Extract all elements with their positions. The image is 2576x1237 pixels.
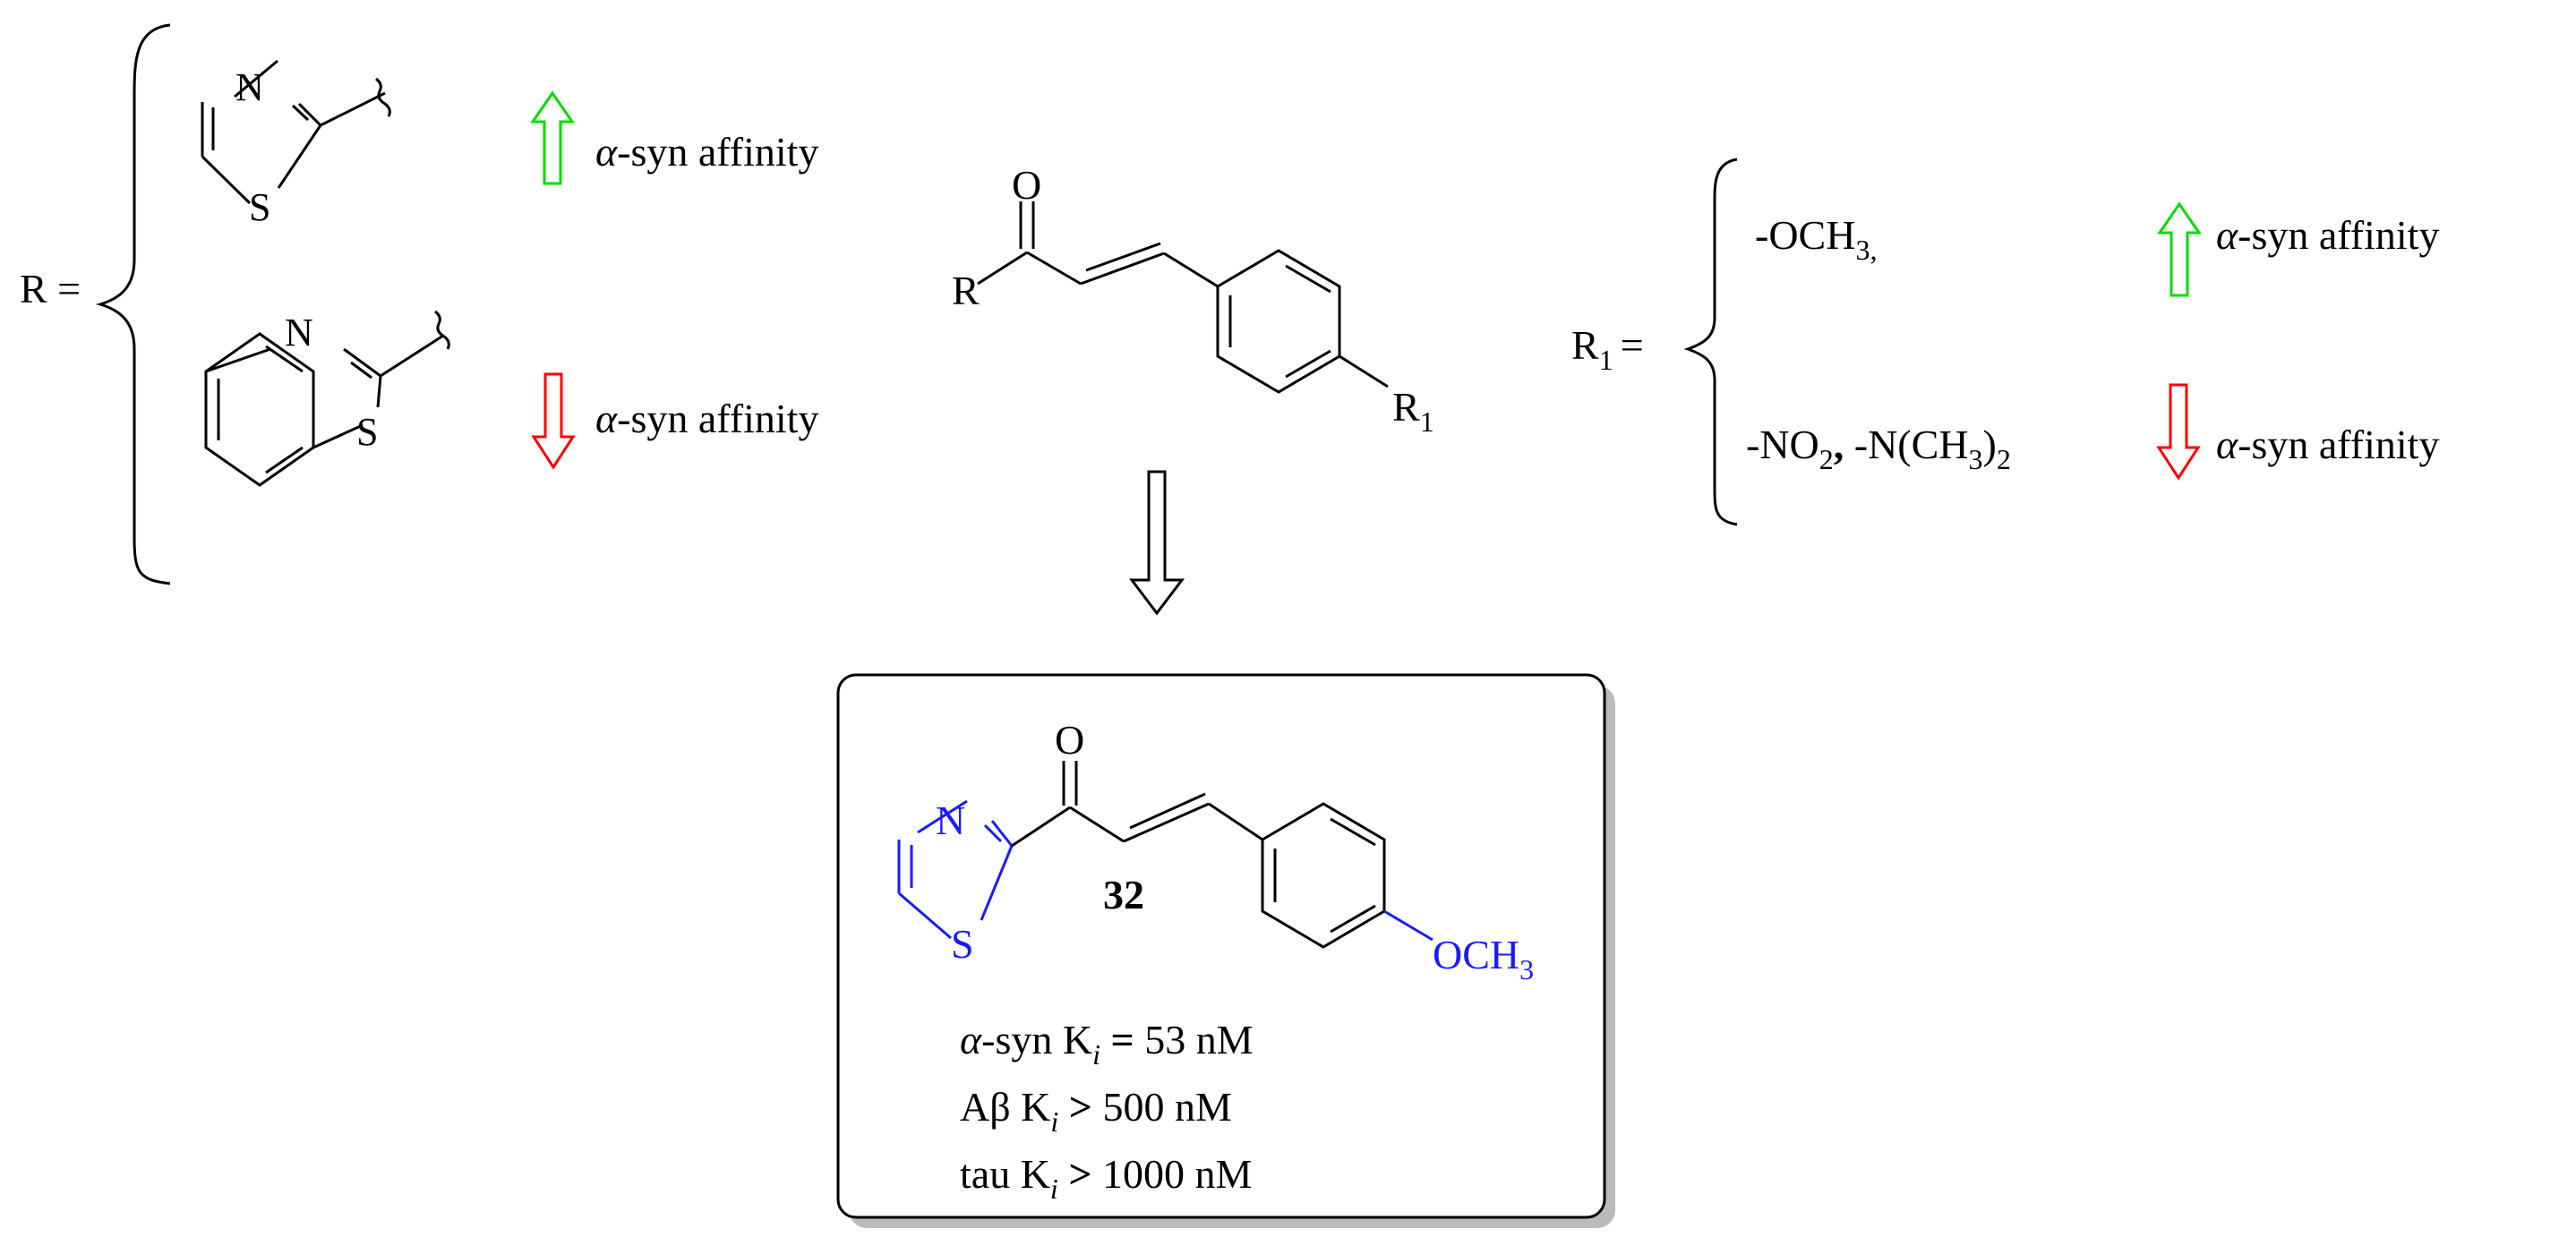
increase-arrow-icon [2157,201,2202,297]
right-curly-brace [1683,158,1738,526]
affinity-abeta: Aβ Ki > 500 nM [960,1084,1232,1138]
left-r-equals-label: R = [20,266,81,311]
thiazole-effect-label: α-syn affinity [595,129,818,175]
nitro-dimethylamino-group-label: -NO2, -N(CH3)2 [1746,422,2011,475]
decrease-arrow-icon [531,372,576,470]
result-box [836,673,1606,1219]
compound-32-thiazole-ring [897,799,1014,940]
right-r1-equals-label: R1= [1571,322,1644,376]
left-curly-brace [95,23,171,585]
increase-arrow-icon [530,90,575,185]
compound-32-methoxy-bond [1383,909,1433,942]
benzothiazole-structure [204,310,450,487]
compound-32-methoxy-label: OCH3 [1433,932,1534,985]
compound-32-s-atom: S [951,921,974,967]
chalcone-core-structure [977,201,1389,394]
compound-32-n-atom: N [936,798,965,843]
benzothiazole-effect-label: α-syn affinity [595,396,818,441]
affinity-tau: tau Ki > 1000 nM [960,1151,1252,1205]
benzothiazole-s-atom: S [356,410,378,454]
thiazole-structure [201,59,391,205]
core-r-substituent-label: R [952,268,980,313]
derivation-arrow-icon [1128,470,1185,616]
decrease-arrow-icon [2156,383,2201,481]
methoxy-group-label: -OCH3, [1755,212,1877,266]
thiazole-s-atom: S [249,185,270,229]
compound-32-carbonyl-o-atom: O [1055,717,1084,763]
core-r1-substituent-label: R1 [1392,384,1434,438]
affinity-alpha-syn: α-syn Ki = 53 nM [960,1017,1254,1071]
benzothiazole-n-atom: N [285,311,313,354]
thiazole-n-atom: N [235,65,264,109]
compound-number: 32 [1103,872,1144,917]
methoxy-effect-label: α-syn affinity [2216,212,2439,258]
nitro-dimethylamino-effect-label: α-syn affinity [2216,422,2439,467]
core-carbonyl-o-atom: O [1012,162,1041,208]
